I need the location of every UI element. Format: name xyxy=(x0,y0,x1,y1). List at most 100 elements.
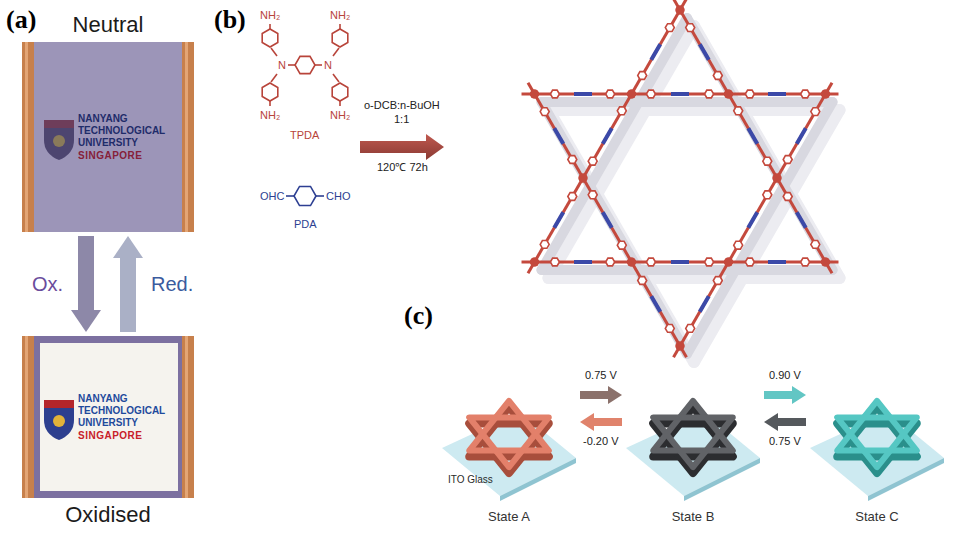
arrow-head xyxy=(764,413,778,431)
pda-linker xyxy=(748,128,757,144)
state-arrow xyxy=(764,413,806,431)
crest-lion xyxy=(53,135,65,147)
crest-band xyxy=(44,120,74,128)
state-arrow xyxy=(580,386,622,404)
arrow-shaft xyxy=(777,418,806,426)
tpda-structure xyxy=(262,24,348,106)
arrow-head xyxy=(608,386,622,404)
phenyl-ring xyxy=(811,241,820,249)
stacked-layer xyxy=(542,102,687,354)
bond xyxy=(286,195,294,197)
amine-node xyxy=(821,258,830,267)
arrow-shaft xyxy=(764,391,793,399)
phenyl-ring xyxy=(763,157,772,165)
arrow-head xyxy=(580,413,594,431)
panel-letter: (a) xyxy=(6,4,36,35)
phenyl-ring xyxy=(617,241,626,249)
pda-linker xyxy=(574,260,592,264)
pda-linker xyxy=(797,212,806,228)
phenyl-ring xyxy=(638,72,647,80)
amine-node xyxy=(724,90,733,99)
state-caption: State A xyxy=(442,506,576,525)
film-state: ITO GlassState A xyxy=(442,358,576,525)
potential-label: Red. xyxy=(151,272,193,296)
pda-linker xyxy=(554,128,563,144)
framework-film xyxy=(653,417,733,467)
bond xyxy=(288,64,295,66)
copper-tape xyxy=(22,42,34,232)
phenyl-ring xyxy=(606,90,615,98)
logo-text-block: NANYANG TECHNOLOGICAL UNIVERSITYSINGAPOR… xyxy=(78,393,180,442)
state-heading: Neutral xyxy=(22,12,194,42)
node-picture: ITO Glass xyxy=(442,358,576,506)
amine-node xyxy=(627,90,636,99)
atom-label: CHO xyxy=(326,190,350,203)
substrate-label: ITO Glass xyxy=(448,474,493,485)
phenyl-ring xyxy=(568,156,577,164)
reaction-condition: o-DCB:n-BuOH xyxy=(364,99,440,112)
node-foot: State A xyxy=(442,506,576,525)
copper-highlight xyxy=(25,42,28,232)
phenyl-ring xyxy=(665,325,674,333)
device-photo: NANYANG TECHNOLOGICAL UNIVERSITYSINGAPOR… xyxy=(22,336,194,528)
phenyl-ring xyxy=(734,241,743,249)
phenyl-ring xyxy=(665,24,674,32)
framework-bond xyxy=(680,10,825,262)
bond xyxy=(333,48,339,56)
paper xyxy=(22,336,194,498)
phenyl-ring xyxy=(540,108,549,116)
pda-linker xyxy=(671,92,689,96)
atom-label: NH₂ xyxy=(330,9,350,22)
pda-linker xyxy=(671,260,689,264)
reaction-condition: 120℃ 72h xyxy=(377,161,428,174)
benzene-ring xyxy=(332,29,348,47)
phenyl-ring xyxy=(686,24,695,32)
phenyl-ring xyxy=(713,72,722,80)
amine-node xyxy=(772,174,781,183)
crest-lion xyxy=(53,415,65,427)
state-arrow xyxy=(71,236,101,332)
bond xyxy=(333,74,339,82)
phenyl-ring xyxy=(646,258,655,266)
framework-bond xyxy=(680,94,825,346)
arrow-shaft xyxy=(78,236,94,311)
phenyl-ring xyxy=(568,193,577,201)
copper-highlight xyxy=(185,336,188,498)
state-arrow xyxy=(764,386,806,404)
pda-linker xyxy=(797,128,806,144)
phenyl-ring xyxy=(811,108,820,116)
stacked-layer xyxy=(687,102,832,354)
phenyl-ring xyxy=(550,258,559,266)
bond xyxy=(316,195,324,197)
potential-label: Ox. xyxy=(32,272,63,296)
potential-label: 0.75 V xyxy=(585,369,617,382)
logo-text: SINGAPORE xyxy=(78,430,180,442)
arrow-shaft xyxy=(593,418,622,426)
framework-film xyxy=(469,401,549,451)
pda-linker xyxy=(651,296,660,312)
amine-node xyxy=(676,342,685,351)
pda-linker xyxy=(700,44,709,60)
panel-letter: (c) xyxy=(404,300,433,331)
bond xyxy=(269,24,271,29)
arrow-head xyxy=(792,386,806,404)
amine-node xyxy=(821,90,830,99)
amine-node xyxy=(821,258,830,267)
node-picture xyxy=(810,358,944,506)
copper-tape xyxy=(182,336,194,498)
pda-linker xyxy=(651,44,660,60)
amine-node xyxy=(530,90,539,99)
amine-node xyxy=(579,174,588,183)
state-arrow xyxy=(113,236,143,332)
bond xyxy=(339,24,341,29)
pda-linker xyxy=(748,212,757,228)
crest-band xyxy=(44,400,74,408)
framework-bond xyxy=(535,94,680,346)
phenyl-ring xyxy=(705,90,714,98)
framework-film xyxy=(837,417,917,467)
copper-tape xyxy=(182,42,194,232)
monomer-name: TPDA xyxy=(290,129,319,142)
node-foot: Oxidised xyxy=(22,498,194,528)
arrow-head xyxy=(71,310,101,332)
panel-letter: (b) xyxy=(214,4,246,35)
